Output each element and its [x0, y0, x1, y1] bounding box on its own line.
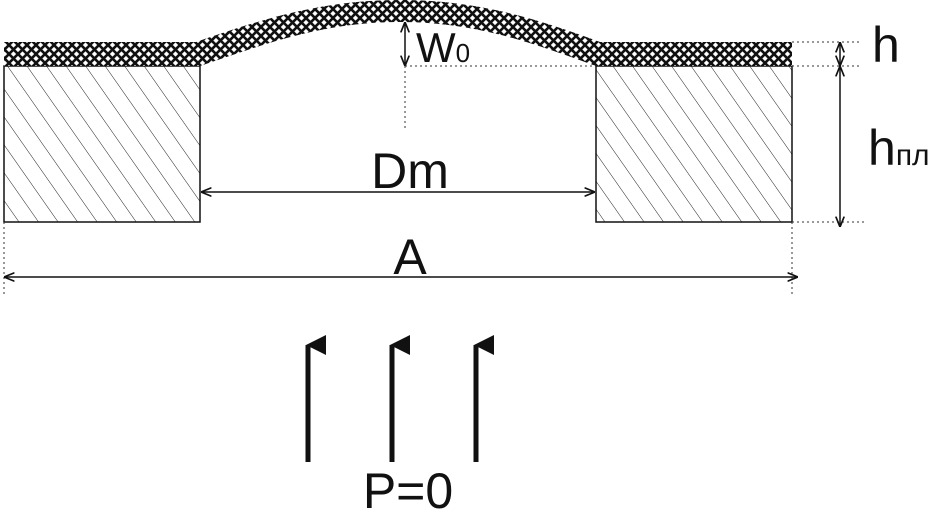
- h-label: h: [872, 17, 900, 73]
- a-label: A: [393, 229, 427, 285]
- hpl-label: hпл: [868, 120, 930, 176]
- w0-label: W0: [416, 24, 470, 71]
- right-support-block: [595, 65, 793, 223]
- dm-label: Dm: [371, 143, 449, 199]
- deflected-membrane: [4, 0, 792, 66]
- pressure-label: P=0: [363, 463, 453, 514]
- left-support-block: [3, 65, 201, 223]
